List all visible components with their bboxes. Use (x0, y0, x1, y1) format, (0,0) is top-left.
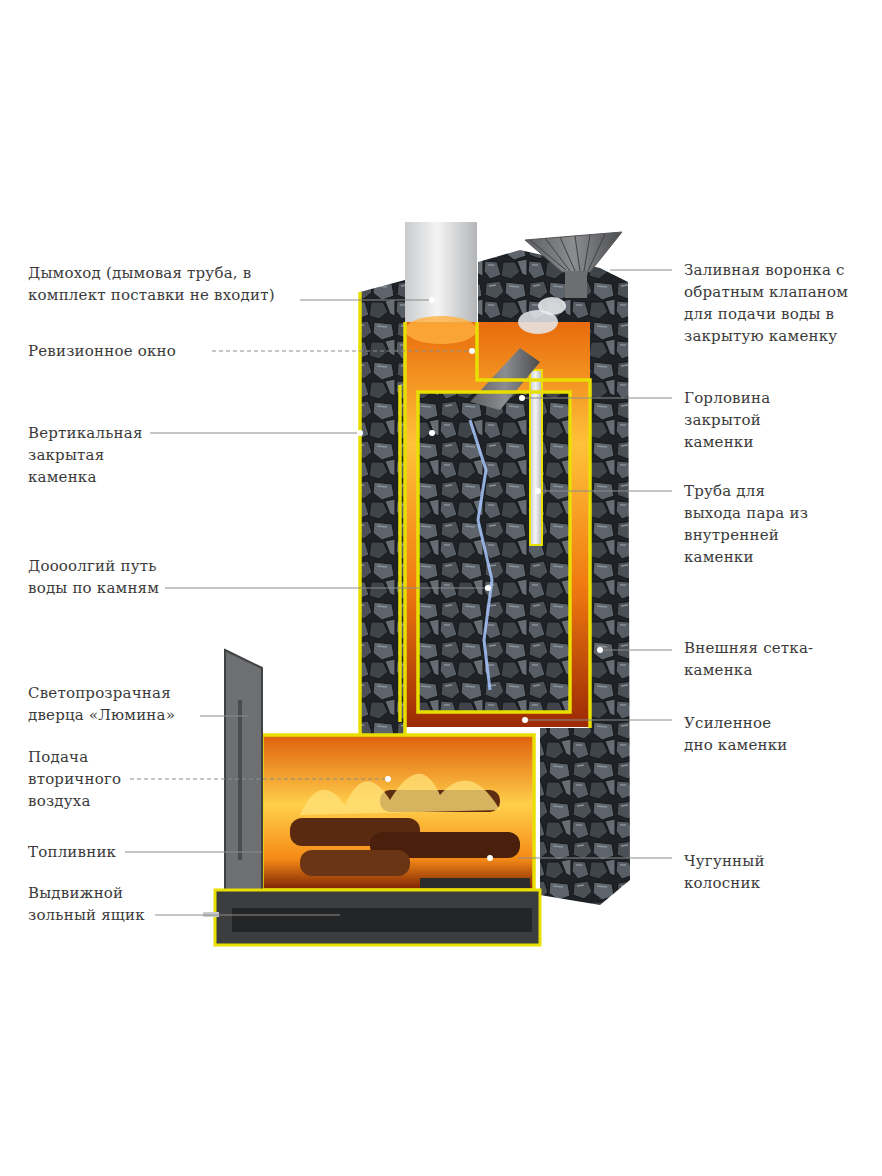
leader-dots (357, 297, 603, 861)
flame (300, 774, 500, 815)
callout-label: Дымоход (дымовая труба, в комплект поста… (28, 262, 303, 306)
glow (405, 316, 477, 344)
callout-label: Подача вторичного воздуха (28, 746, 138, 812)
chimney (405, 222, 477, 322)
funnel (525, 232, 622, 272)
callout-label: Горловина закрытой каменки (684, 387, 784, 453)
firebox-outline (262, 735, 534, 890)
metal-outline (360, 292, 590, 735)
callout-label: Внешняя сетка-каменка (684, 637, 824, 681)
callout-label: Доооолгий путь воды по камням (28, 555, 176, 599)
callout-label: Труба для выхода пара из внутренней каме… (684, 480, 814, 568)
ash-drawer (215, 890, 540, 945)
callout-label: Ревизионное окно (28, 340, 228, 362)
log (300, 850, 410, 876)
door-edge (238, 700, 242, 860)
callout-label: Выдвижной зольный ящик (28, 882, 186, 926)
steam (538, 297, 566, 315)
firebox (262, 735, 534, 890)
water-path (470, 420, 492, 690)
ash (232, 908, 532, 932)
callout-label: Светопрозрачная дверца «Люмина» (28, 682, 193, 726)
callout-label: Заливная воронка с обратным клапаном для… (684, 259, 864, 347)
callout-label: Чугунный колосник (684, 850, 784, 894)
door (225, 650, 262, 905)
callout-label: Вертикальная закрытая каменка (28, 422, 158, 488)
hot-gas (405, 322, 590, 727)
leader-lines (125, 270, 672, 915)
inner-stones (418, 392, 570, 712)
funnel-folds (530, 234, 605, 271)
callout-label: Усиленное дно каменки (684, 712, 802, 756)
steam-pipe (530, 370, 542, 545)
funnel-neck (565, 272, 587, 298)
grate (420, 878, 530, 888)
callout-label: Топливник (28, 841, 148, 863)
